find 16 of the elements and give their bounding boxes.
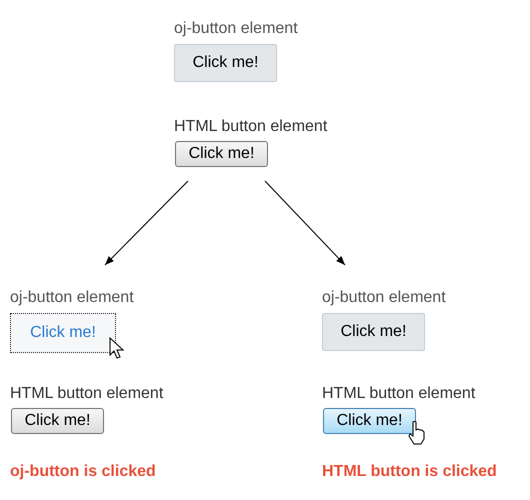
status-message: oj-button is clicked	[10, 463, 156, 481]
button: Click me!	[322, 313, 425, 351]
button: Click me!	[10, 313, 116, 353]
button: Click me!	[11, 408, 104, 434]
element-caption: HTML button element	[322, 385, 476, 403]
button: Click me!	[175, 141, 268, 167]
arrow	[264, 180, 346, 266]
element-caption: HTML button element	[10, 385, 164, 403]
button: Click me!	[174, 44, 277, 82]
button: Click me!	[323, 408, 416, 434]
arrow	[104, 180, 188, 266]
element-caption: oj-button element	[174, 20, 298, 38]
element-caption: HTML button element	[174, 118, 328, 136]
element-caption: oj-button element	[10, 289, 134, 307]
status-message: HTML button is clicked	[322, 463, 497, 481]
element-caption: oj-button element	[322, 289, 446, 307]
